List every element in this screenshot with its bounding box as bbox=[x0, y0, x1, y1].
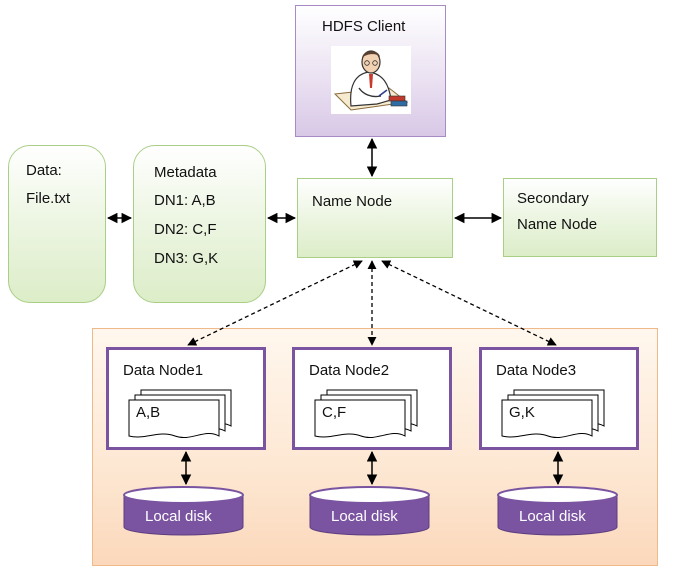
local-disk-3-label: Local disk bbox=[519, 508, 586, 525]
disk-cylinder-icon bbox=[309, 486, 430, 536]
secondary-line1: Secondary bbox=[517, 190, 589, 207]
name-node-box: Name Node bbox=[297, 178, 453, 258]
arrow-namenode-dn1 bbox=[187, 260, 363, 346]
metadata-dn2: DN2: C,F bbox=[154, 221, 217, 238]
metadata-dn1: DN1: A,B bbox=[154, 192, 216, 209]
data-node-2: Data Node2 C,F bbox=[292, 347, 452, 450]
disk-cylinder-icon bbox=[497, 486, 618, 536]
block-stack-icon bbox=[128, 389, 232, 438]
name-node-label: Name Node bbox=[312, 193, 393, 210]
secondary-name-node-box: Secondary Name Node bbox=[503, 178, 657, 257]
local-disk-2-label: Local disk bbox=[331, 508, 398, 525]
file-name: File.txt bbox=[26, 190, 71, 207]
block-stack-icon bbox=[314, 389, 418, 438]
local-disk-3: Local disk bbox=[497, 486, 618, 536]
data-node-1-blocks: A,B bbox=[136, 404, 161, 421]
data-file-box: Data: File.txt bbox=[8, 145, 106, 303]
block-stack-icon bbox=[501, 389, 605, 438]
disk-cylinder-icon bbox=[123, 486, 244, 536]
data-node-2-label: Data Node2 bbox=[309, 362, 390, 379]
hdfs-client-label: HDFS Client bbox=[322, 18, 406, 35]
local-disk-2: Local disk bbox=[309, 486, 430, 536]
data-label: Data: bbox=[26, 162, 62, 179]
data-node-2-blocks: C,F bbox=[322, 404, 347, 421]
secondary-line2: Name Node bbox=[517, 216, 598, 233]
data-node-3-label: Data Node3 bbox=[496, 362, 577, 379]
local-disk-1: Local disk bbox=[123, 486, 244, 536]
data-node-3-blocks: G,K bbox=[509, 404, 535, 421]
data-node-1-label: Data Node1 bbox=[123, 362, 204, 379]
local-disk-1-label: Local disk bbox=[145, 508, 212, 525]
data-node-1: Data Node1 A,B bbox=[106, 347, 266, 450]
arrow-namenode-dn3 bbox=[381, 260, 557, 346]
data-node-3: Data Node3 G,K bbox=[479, 347, 639, 450]
hdfs-client-box: HDFS Client bbox=[295, 5, 446, 137]
person-writing-icon bbox=[331, 46, 411, 114]
metadata-title: Metadata bbox=[154, 164, 217, 181]
